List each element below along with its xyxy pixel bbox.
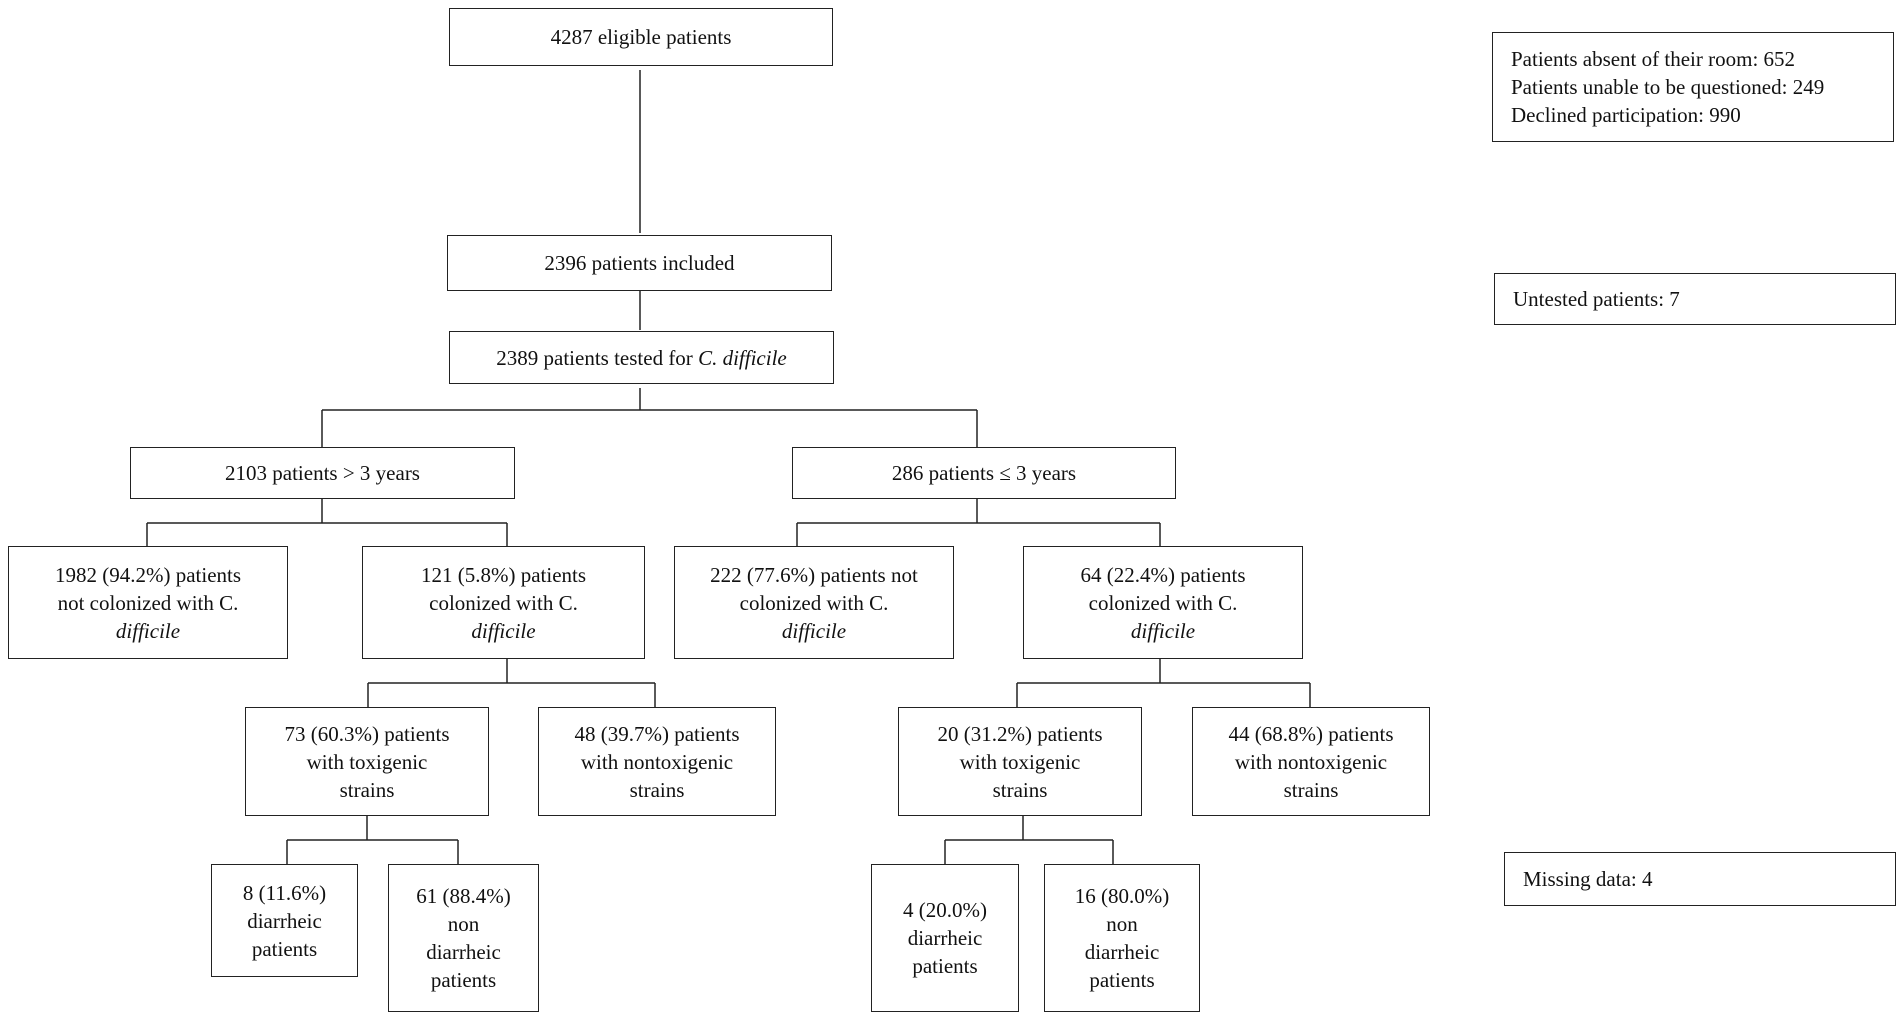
box-line: with toxigenic bbox=[306, 749, 428, 774]
eligible-patients-box: 4287 eligible patients bbox=[449, 8, 833, 66]
box-line: Missing data: 4 bbox=[1523, 867, 1653, 891]
younger-diarrheic-box: 4 (20.0%) diarrheic patients bbox=[871, 864, 1019, 1012]
box-line: 1982 (94.2%) patients bbox=[54, 562, 242, 587]
patients-included-box: 2396 patients included bbox=[447, 235, 832, 291]
box-line: 48 (39.7%) patients bbox=[574, 721, 740, 746]
box-line: non bbox=[447, 912, 480, 936]
older-diarrheic-box: 8 (11.6%) diarrheic patients bbox=[211, 864, 358, 977]
missing-data-box: Missing data: 4 bbox=[1504, 852, 1896, 906]
box-line: patients bbox=[430, 968, 497, 992]
box-line: 20 (31.2%) patients bbox=[937, 721, 1103, 746]
older-nontoxigenic-box: 48 (39.7%) patients with nontoxigenic st… bbox=[538, 707, 776, 816]
box-line: 2389 patients tested for C. difficile bbox=[496, 344, 786, 372]
box-line: patients bbox=[912, 954, 978, 978]
box-line: with nontoxigenic bbox=[580, 749, 734, 774]
box-line: 222 (77.6%) patients not bbox=[710, 562, 918, 587]
box-line: non bbox=[1106, 912, 1138, 936]
organism-name: C. difficile bbox=[698, 345, 787, 370]
box-line: strains bbox=[992, 777, 1048, 802]
older-not-colonized-box: 1982 (94.2%) patients not colonized with… bbox=[8, 546, 288, 659]
box-line: patients bbox=[251, 936, 318, 961]
untested-patients-box: Untested patients: 7 bbox=[1494, 273, 1896, 325]
box-line: strains bbox=[339, 777, 395, 802]
box-line: patients bbox=[1089, 968, 1155, 992]
box-line: diarrheic bbox=[1084, 940, 1160, 964]
box-line: difficile bbox=[115, 618, 181, 643]
box-line: difficile bbox=[1130, 618, 1196, 643]
older-non-diarrheic-box: 61 (88.4%) non diarrheic patients bbox=[388, 864, 539, 1012]
box-line: 2396 patients included bbox=[544, 251, 735, 275]
box-line: diarrheic bbox=[426, 940, 501, 964]
patients-tested-box: 2389 patients tested for C. difficile bbox=[449, 331, 834, 384]
box-text: 2389 patients tested for bbox=[496, 345, 699, 370]
younger-toxigenic-box: 20 (31.2%) patients with toxigenic strai… bbox=[898, 707, 1142, 816]
older-colonized-box: 121 (5.8%) patients colonized with C. di… bbox=[362, 546, 645, 659]
older-than-3-years-box: 2103 patients > 3 years bbox=[130, 447, 515, 499]
box-line: colonized with C. bbox=[429, 590, 578, 615]
box-line: 16 (80.0%) bbox=[1074, 884, 1170, 908]
younger-than-3-years-box: 286 patients ≤ 3 years bbox=[792, 447, 1176, 499]
box-line: Patients absent of their room: 652 bbox=[1511, 47, 1796, 71]
box-line: difficile bbox=[471, 618, 536, 643]
box-line: 4287 eligible patients bbox=[550, 25, 732, 49]
box-line: 61 (88.4%) bbox=[416, 884, 511, 908]
box-line: difficile bbox=[781, 618, 847, 643]
box-line: 286 patients ≤ 3 years bbox=[891, 461, 1077, 485]
box-line: with nontoxigenic bbox=[1234, 749, 1388, 774]
box-line: colonized with C. bbox=[1088, 590, 1238, 615]
younger-nontoxigenic-box: 44 (68.8%) patients with nontoxigenic st… bbox=[1192, 707, 1430, 816]
box-line: 121 (5.8%) patients bbox=[420, 562, 587, 587]
box-line: 64 (22.4%) patients bbox=[1080, 562, 1246, 587]
box-line: diarrheic bbox=[247, 908, 322, 933]
box-line: 73 (60.3%) patients bbox=[284, 721, 450, 746]
older-toxigenic-box: 73 (60.3%) patients with toxigenic strai… bbox=[245, 707, 489, 816]
younger-non-diarrheic-box: 16 (80.0%) non diarrheic patients bbox=[1044, 864, 1200, 1012]
box-line: colonized with C. bbox=[739, 590, 889, 615]
box-line: Patients unable to be questioned: 249 bbox=[1511, 75, 1825, 99]
box-line: 4 (20.0%) bbox=[903, 898, 987, 922]
box-line: not colonized with C. bbox=[57, 590, 239, 615]
box-line: Declined participation: 990 bbox=[1511, 103, 1741, 127]
box-line: diarrheic bbox=[907, 926, 983, 950]
box-line: 8 (11.6%) bbox=[242, 880, 327, 905]
box-line: 2103 patients > 3 years bbox=[225, 461, 420, 485]
box-line: Untested patients: 7 bbox=[1513, 287, 1680, 311]
box-line: strains bbox=[629, 777, 685, 802]
younger-colonized-box: 64 (22.4%) patients colonized with C. di… bbox=[1023, 546, 1303, 659]
box-line: with toxigenic bbox=[959, 749, 1081, 774]
box-line: 44 (68.8%) patients bbox=[1228, 721, 1394, 746]
younger-not-colonized-box: 222 (77.6%) patients not colonized with … bbox=[674, 546, 954, 659]
exclusion-reasons-box: Patients absent of their room: 652 Patie… bbox=[1492, 32, 1894, 142]
box-line: strains bbox=[1283, 777, 1339, 802]
